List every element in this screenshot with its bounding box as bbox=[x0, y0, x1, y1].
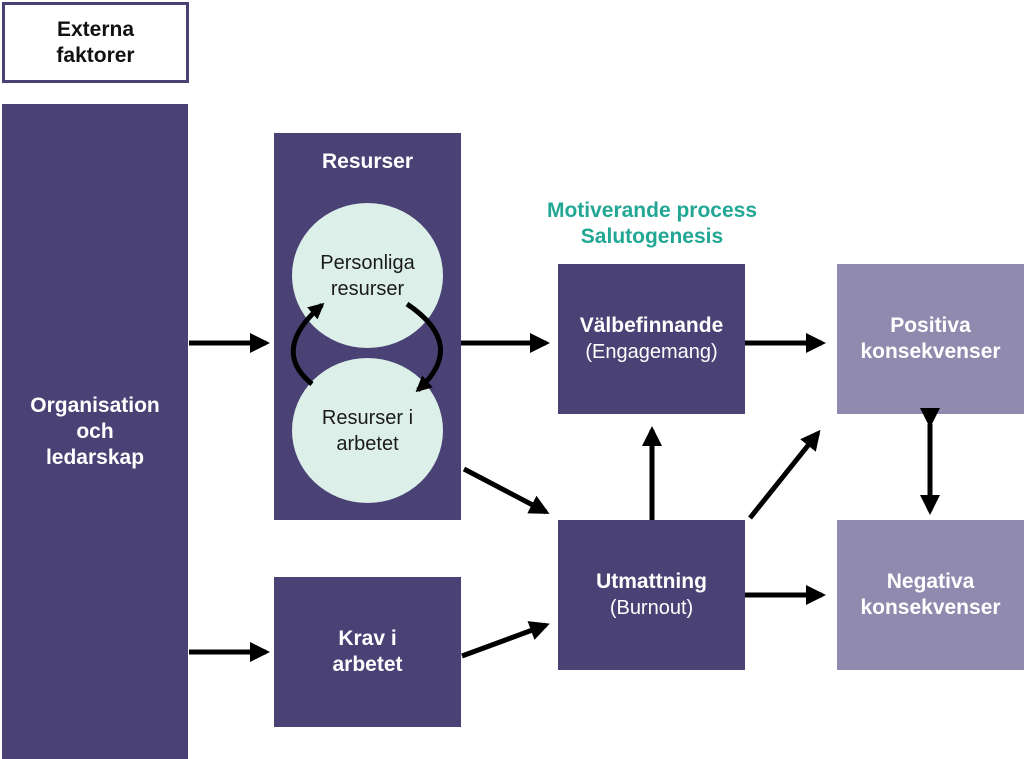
exhaustion-box: Utmattning (Burnout) bbox=[558, 520, 745, 670]
wellbeing-title: Välbefinnande bbox=[579, 314, 724, 337]
arrow-cycle-right bbox=[405, 301, 443, 393]
negative-consequences-label: Negativa konsekvenser bbox=[860, 570, 1001, 619]
process-line1: Motiverande process bbox=[546, 199, 758, 222]
work-resources-label: Resurser i arbetet bbox=[321, 406, 414, 455]
arrow-cycle-left bbox=[290, 302, 325, 386]
external-factors-label: Externa faktorer bbox=[56, 17, 135, 67]
resources-title: Resurser bbox=[321, 150, 414, 173]
arrow-exhaustion-to-positive bbox=[748, 429, 821, 520]
demands-box: Krav i arbetet bbox=[274, 577, 461, 727]
personal-resources-label: Personliga resurser bbox=[320, 251, 415, 300]
organisation-label: Organisation och ledarskap bbox=[30, 393, 160, 469]
positive-consequences-label: Positiva konsekvenser bbox=[860, 314, 1001, 363]
arrow-resources-to-exhaustion bbox=[462, 466, 550, 515]
external-factors-box: Externa faktorer bbox=[2, 2, 189, 83]
demands-label: Krav i arbetet bbox=[332, 627, 403, 676]
negative-consequences-box: Negativa konsekvenser bbox=[837, 520, 1024, 670]
exhaustion-title: Utmattning bbox=[596, 570, 707, 593]
process-line2: Salutogenesis bbox=[580, 225, 724, 248]
wellbeing-sub: (Engagemang) bbox=[585, 341, 718, 363]
positive-consequences-box: Positiva konsekvenser bbox=[837, 264, 1024, 414]
wellbeing-box: Välbefinnande (Engagemang) bbox=[558, 264, 745, 414]
organisation-box: Organisation och ledarskap bbox=[2, 104, 188, 759]
arrow-demands-to-exhaustion bbox=[461, 621, 550, 659]
exhaustion-sub: (Burnout) bbox=[609, 597, 694, 619]
personal-resources-circle: Personliga resurser bbox=[292, 203, 443, 348]
process-heading: Motiverande process Salutogenesis bbox=[500, 198, 804, 250]
